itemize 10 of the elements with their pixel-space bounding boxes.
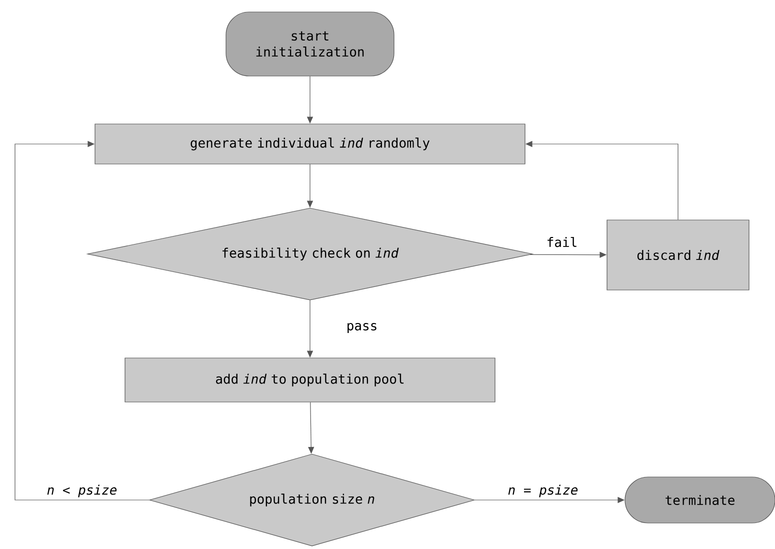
start-terminal: start initialization	[226, 12, 394, 76]
edge-label: fail	[545, 236, 579, 248]
edge-label: n < psize	[46, 484, 118, 498]
process-box: discard ind	[606, 220, 750, 290]
edge-label: pass	[345, 322, 379, 334]
arrow	[14, 140, 150, 500]
end-terminal: terminate	[624, 476, 775, 524]
process-box: generate individual ind randomly	[94, 124, 526, 164]
process-box: add ind to population pool	[124, 358, 496, 402]
edge-label: n = psize	[506, 484, 580, 498]
